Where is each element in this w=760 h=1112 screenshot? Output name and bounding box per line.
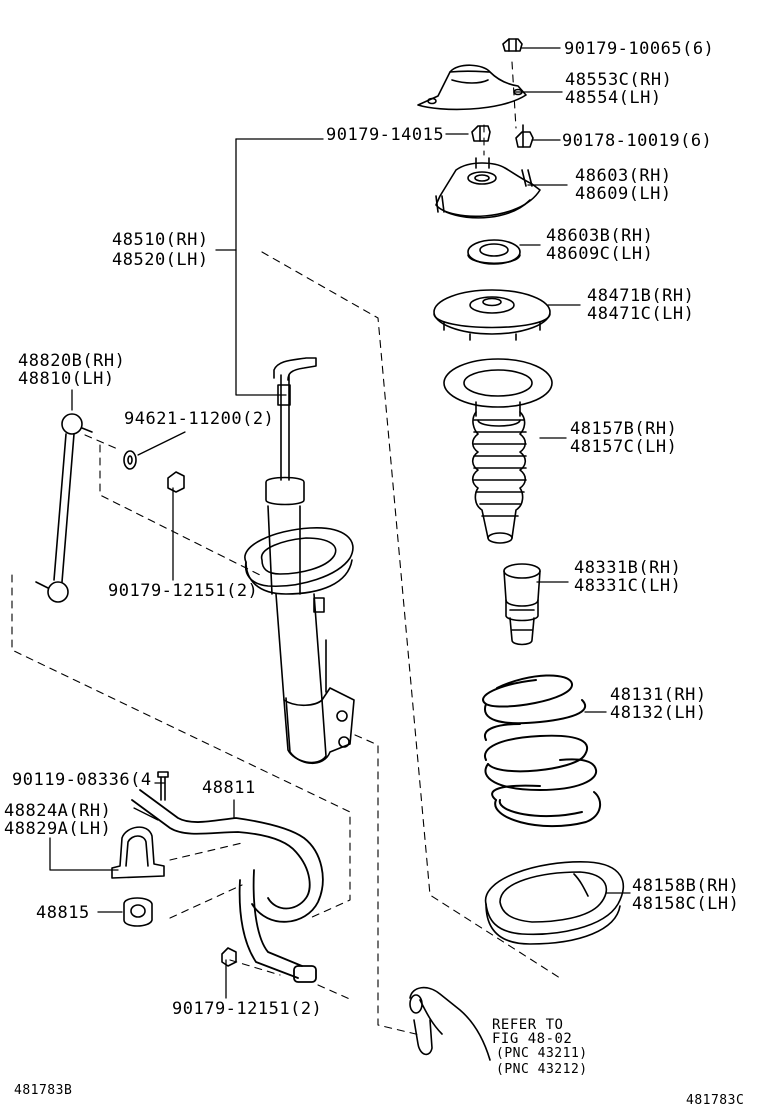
nut-icon-14015 (472, 126, 490, 141)
label-insulator-lh: 48157C(LH) (570, 437, 678, 457)
label-nut-top: 90179-10065(6) (564, 39, 715, 59)
label-spring-rh: 48131(RH) (610, 685, 707, 705)
label-seat-lh: 48471C(LH) (587, 304, 695, 324)
steering-knuckle-icon (410, 988, 490, 1060)
figure-code-right: 481783C (686, 1093, 745, 1108)
label-support-lh: 48554(LH) (565, 88, 662, 108)
refer-line-3: (PNC 43211) (496, 1046, 588, 1061)
label-bearing-lh: 48609C(LH) (546, 244, 654, 264)
label-lower-insulator-lh: 48158C(LH) (632, 894, 740, 914)
label-insulator-rh: 48157B(RH) (570, 419, 678, 439)
assembly-guides (12, 62, 560, 1035)
label-spring-lh: 48132(LH) (610, 703, 707, 723)
suspension-support-icon (436, 158, 540, 218)
label-nut-12151-lower: 90179-12151(2) (172, 999, 323, 1019)
refer-line-4: (PNC 43212) (496, 1062, 588, 1077)
label-washer: 94621-11200(2) (124, 409, 275, 429)
stabilizer-bracket-icon (112, 827, 164, 878)
nut-icon-top (503, 39, 522, 51)
label-bracket-lh: 48829A(LH) (4, 819, 112, 839)
label-link-rh: 48820B(RH) (18, 351, 126, 371)
label-seat-rh: 48471B(RH) (587, 286, 695, 306)
upper-support-icon (418, 65, 526, 109)
link-nut-icon (168, 472, 184, 492)
label-nut-14015: 90179-14015 (326, 125, 445, 145)
refer-line-2: FIG 48-02 (492, 1031, 573, 1047)
refer-line-1: REFER TO (492, 1017, 564, 1033)
label-bearing-rh: 48603B(RH) (546, 226, 654, 246)
label-mount-lh: 48609(LH) (575, 184, 672, 204)
label-bumper-rh: 48331B(RH) (574, 558, 682, 578)
stabilizer-bar-icon (132, 790, 323, 982)
label-stab-bar: 48811 (202, 778, 256, 798)
label-bracket-rh: 48824A(RH) (4, 801, 112, 821)
lower-link-nut-icon (222, 948, 236, 966)
leader-lines (50, 48, 630, 998)
label-nut-12151-upper: 90179-12151(2) (108, 581, 259, 601)
label-lower-insulator-rh: 48158B(RH) (632, 876, 740, 896)
label-nut-10019: 90178-10019(6) (562, 131, 713, 151)
label-bumper-lh: 48331C(LH) (574, 576, 682, 596)
coil-spring-icon (483, 675, 600, 826)
label-bolt: 90119-08336(4 (12, 770, 152, 790)
label-mount-rh: 48603(RH) (575, 166, 672, 186)
shock-absorber-icon (245, 358, 354, 763)
washer-icon (124, 451, 136, 469)
bolt-icon (158, 772, 168, 800)
figure-code-left: 481783B (14, 1083, 73, 1098)
lower-spring-insulator-icon (486, 862, 624, 944)
stabilizer-bushing-icon (124, 898, 152, 926)
nut-icon-10019 (516, 125, 533, 147)
bump-stopper-icon (504, 564, 540, 645)
label-shock-lh: 48520(LH) (112, 250, 209, 270)
label-shock-rh: 48510(RH) (112, 230, 209, 250)
stabilizer-link-icon (36, 414, 92, 602)
spring-insulator-boot-icon (444, 359, 552, 543)
spring-upper-seat-icon (434, 290, 550, 340)
label-link-lh: 48810(LH) (18, 369, 115, 389)
bearing-icon (468, 240, 520, 264)
label-support-rh: 48553C(RH) (565, 70, 673, 90)
label-bushing: 48815 (36, 903, 90, 923)
